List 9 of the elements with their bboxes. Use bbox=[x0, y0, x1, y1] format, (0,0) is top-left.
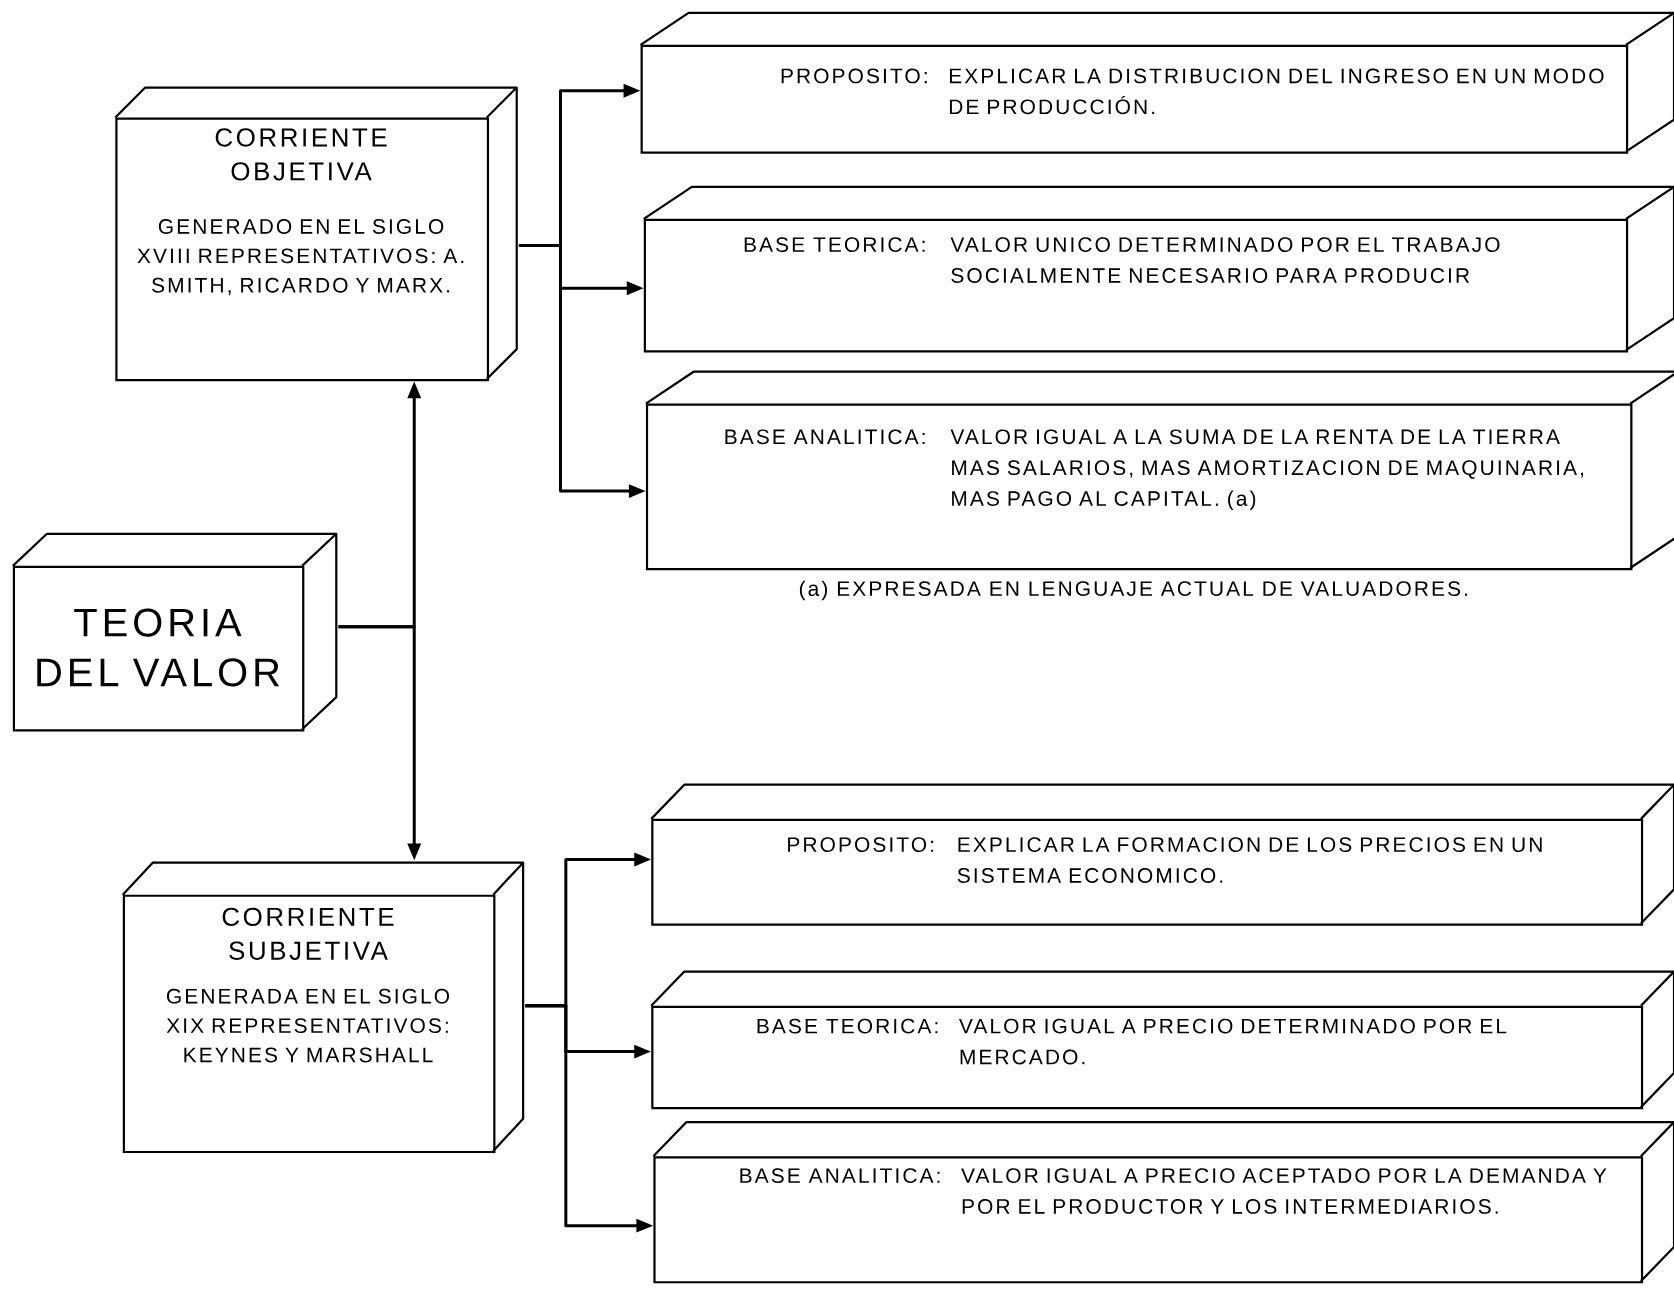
process-box: CORRIENTE OBJETIVA GENERADO EN EL SIGLO XVIII REPRESENTATIVOS: A. SMITH, RICARDO Y MARX. bbox=[114, 86, 518, 382]
process-box: PROPOSITO: EXPLICAR LA DISTRIBUCION DEL INGRESO EN UN MODO DE PRODUCCIÓN. bbox=[639, 11, 1674, 154]
process-box: BASE TEORICA: VALOR UNICO DETERMINADO POR EL TRABAJO SOCIALMENTE NECESARIO PARA PRODUCIR bbox=[642, 185, 1674, 353]
title-box: TEORIA DEL VALOR bbox=[11, 532, 338, 732]
process-box: BASE ANALITICA: VALOR IGUAL A LA SUMA DE LA RENTA DE LA TIERRA MAS SALARIOS, MAS AMORTIZACION DE MAQUINARIA, MAS PAGO AL CAPITAL. (a) bbox=[644, 370, 1674, 571]
process-box: BASE ANALITICA: VALOR IGUAL A PRECIO ACEPTADO POR LA DEMANDA Y POR EL PRODUCTOR Y LOS INTERMEDIARIOS. bbox=[652, 1120, 1674, 1284]
process-box: CORRIENTE SUBJETIVA GENERADA EN EL SIGLO XIX REPRESENTATIVOS: KEYNES Y MARSHALL bbox=[121, 861, 525, 1154]
process-box: PROPOSITO: EXPLICAR LA FORMACION DE LOS PRECIOS EN UN SISTEMA ECONOMICO. bbox=[650, 783, 1674, 926]
process-box: BASE TEORICA: VALOR IGUAL A PRECIO DETERMINADO POR EL MERCADO. bbox=[650, 970, 1674, 1110]
